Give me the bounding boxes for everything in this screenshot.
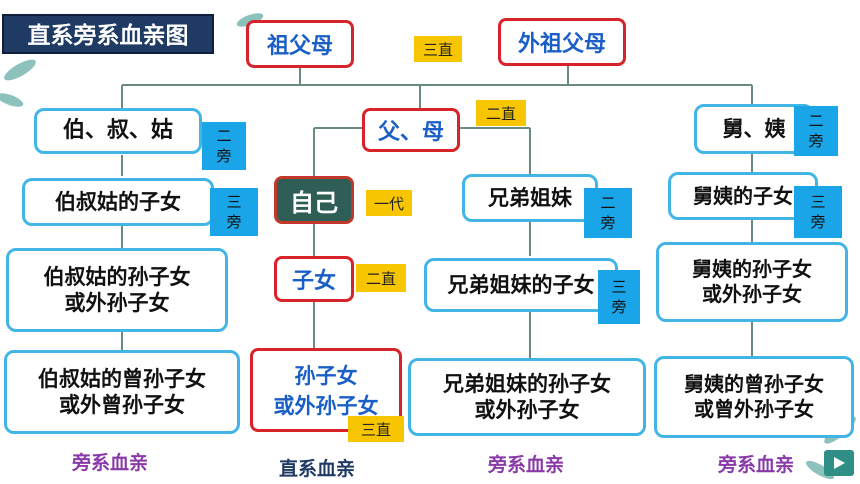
- tag-two-direct-child: 二直: [356, 264, 406, 292]
- paternal-cousins: 伯叔姑的子女: [22, 178, 214, 226]
- maternal-cousin-grandchildren: 舅姨的曾孙子女 或曾外孙子女: [654, 356, 854, 438]
- paternal-cousin-grandchildren: 伯叔姑的曾孙子女 或外曾孙子女: [4, 350, 240, 434]
- tag-three-collateral-sibling: 三旁: [598, 270, 640, 324]
- footer-collateral-left: 旁系血亲: [71, 452, 148, 474]
- page-title: 直系旁系血亲图: [2, 14, 214, 54]
- siblings-box: 兄弟姐妹: [462, 174, 598, 222]
- footer-collateral-middle: 旁系血亲: [487, 454, 564, 476]
- tag-one-generation: 一代: [366, 190, 412, 216]
- tag-two-direct: 二直: [476, 100, 526, 126]
- tag-two-collateral-maternal: 二旁: [794, 106, 838, 156]
- next-slide-button[interactable]: [824, 450, 854, 476]
- grandparents-paternal: 祖父母: [246, 20, 354, 68]
- grandchildren-line2: 或外孙子女: [273, 394, 379, 418]
- tag-three-direct: 三直: [414, 36, 462, 62]
- maternal-cousin-children: 舅姨的孙子女 或外孙子女: [656, 242, 848, 322]
- tag-two-collateral-sibling: 二旁: [584, 188, 632, 238]
- tag-three-collateral: 三旁: [210, 188, 258, 236]
- grandchildren-box: 孙子女 或外孙子女: [250, 348, 402, 432]
- footer-lineal: 直系血亲: [278, 458, 355, 480]
- uncles-aunts-paternal: 伯、叔、姑: [34, 108, 202, 154]
- self-box: 自己: [274, 176, 354, 224]
- footer-collateral-right: 旁系血亲: [717, 454, 794, 476]
- sibling-children: 兄弟姐妹的子女: [424, 258, 618, 312]
- children-box: 子女: [274, 256, 354, 302]
- grandchildren-line1: 孙子女: [294, 364, 358, 388]
- tag-two-collateral: 二旁: [202, 122, 246, 170]
- play-arrow-icon: [834, 457, 845, 469]
- sibling-grandchildren: 兄弟姐妹的孙子女 或外孙子女: [408, 358, 646, 436]
- paternal-cousin-children: 伯叔姑的孙子女 或外孙子女: [6, 248, 228, 332]
- tag-three-direct-grandchild: 三直: [348, 416, 404, 442]
- grandparents-maternal: 外祖父母: [498, 18, 626, 66]
- tag-three-collateral-maternal: 三旁: [794, 186, 842, 238]
- maternal-cousins: 舅姨的子女: [668, 172, 818, 220]
- parents-box: 父、母: [362, 108, 460, 152]
